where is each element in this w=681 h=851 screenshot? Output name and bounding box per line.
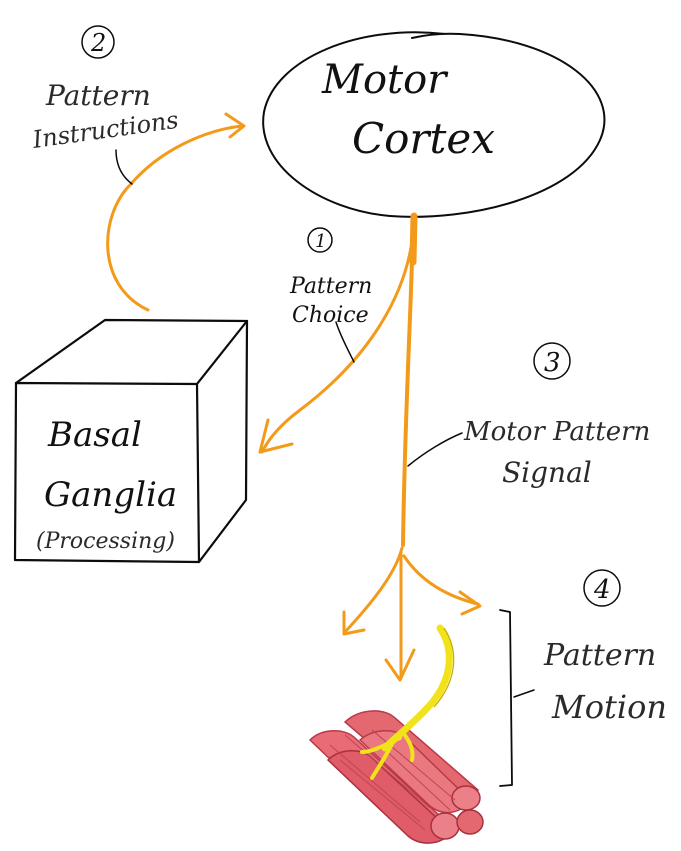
step-4-number: 4 (593, 575, 611, 605)
motor-pattern-signal-line-thick (409, 212, 418, 266)
pattern-choice-arrow (260, 220, 416, 454)
muscle-fiber-end-2 (430, 812, 460, 840)
pattern-choice-arrowhead (258, 418, 294, 454)
step-3-number: 3 (544, 348, 561, 378)
basal-ganglia-label-line3: (Processing) (36, 529, 175, 554)
step-3-label-line1: Motor Pattern (463, 417, 650, 447)
branch-left-arrowhead (342, 610, 366, 636)
branch-right-arrowhead (458, 590, 482, 616)
step-4: 4 Pattern Motion (543, 569, 667, 726)
signal-leader (407, 432, 463, 467)
step-3-label-line2: Signal (502, 456, 592, 489)
step-2-label-line1: Pattern (45, 79, 151, 112)
leader-lines (115, 149, 535, 787)
motor-cortex-label-line1: Motor (321, 57, 449, 103)
basal-ganglia: Basal Ganglia (Processing) (13, 318, 249, 564)
step-2: 2 Pattern Instructions (30, 25, 180, 154)
nerve-branches (360, 732, 415, 780)
step-4-label-line2: Motion (551, 688, 667, 726)
step-4-label-line1: Pattern (543, 638, 656, 673)
motor-cortex-outline (262, 31, 606, 218)
motion-leader (513, 689, 535, 698)
motor-cortex: Motor Cortex (262, 31, 606, 218)
muscle-fiber-end-3 (456, 809, 484, 835)
step-1-number: 1 (315, 231, 326, 252)
muscle-bundle (308, 710, 484, 844)
nerve-outline (433, 627, 455, 708)
branch-center-arrowhead (384, 648, 416, 682)
pattern-instructions-arrowhead (224, 112, 246, 139)
muscle-fiber-end-1 (451, 785, 481, 811)
basal-ganglia-label-line1: Basal (47, 415, 142, 455)
step-3: 3 Motor Pattern Signal (463, 342, 650, 489)
muscle-streaks (329, 729, 456, 831)
nerve (360, 624, 455, 780)
basal-ganglia-side-face (197, 319, 249, 564)
branch-left (343, 546, 404, 634)
step-1-label-line2: Choice (292, 303, 369, 328)
basal-ganglia-label-line2: Ganglia (44, 475, 177, 515)
step-3-number-circle (533, 342, 571, 380)
branch-right (402, 554, 480, 606)
step-4-number-circle (583, 569, 621, 607)
step-2-number: 2 (90, 29, 106, 57)
nerve-trunk (381, 624, 453, 752)
motor-cortex-label-line2: Cortex (352, 114, 495, 163)
step-2-label-line2: Instructions (30, 106, 180, 154)
instructions-leader (115, 149, 133, 185)
step-1: 1 Pattern Choice (289, 227, 372, 328)
basal-ganglia-top-face (14, 318, 249, 386)
step-1-label-line1: Pattern (289, 274, 372, 299)
pattern-instructions-arrow (106, 124, 244, 312)
motion-bracket (499, 609, 513, 787)
choice-leader (335, 321, 355, 363)
signal-paths (106, 112, 482, 682)
step-1-number-circle (307, 227, 333, 253)
step-2-number-circle (81, 25, 115, 59)
